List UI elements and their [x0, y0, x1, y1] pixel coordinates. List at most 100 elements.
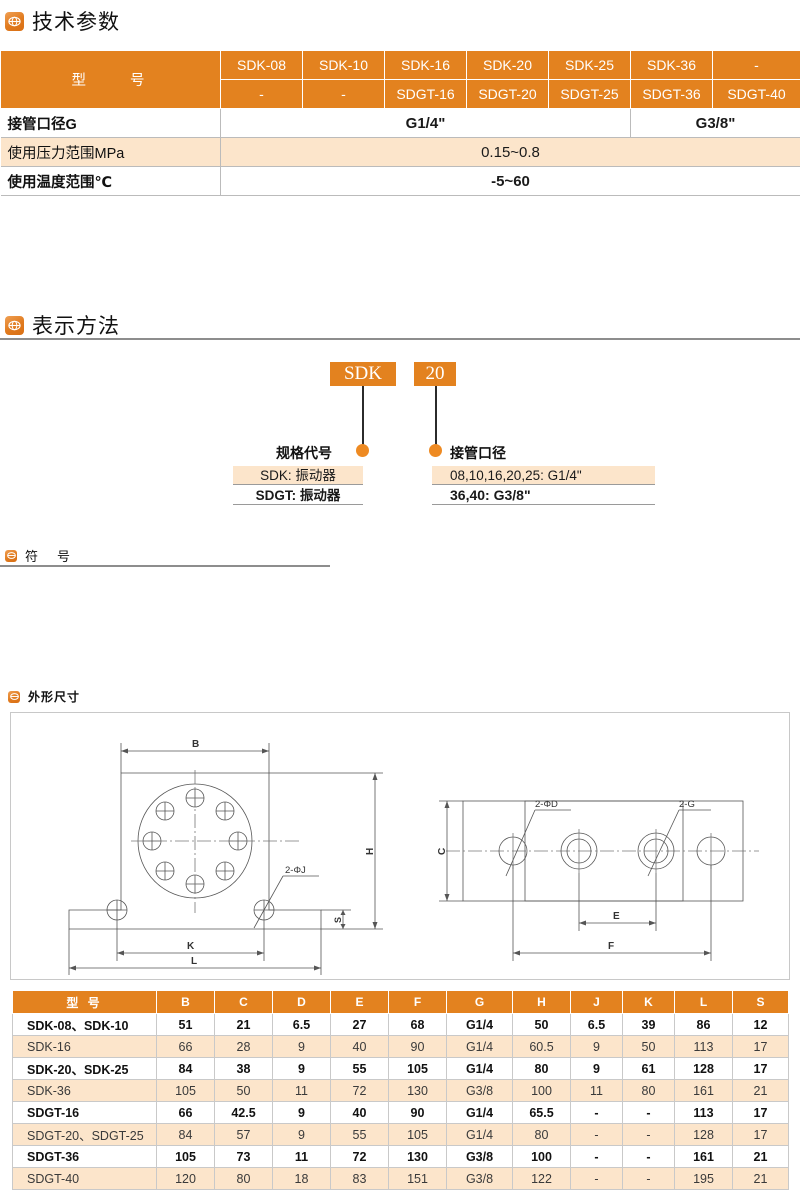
dim-cell-s: 21 — [732, 1079, 789, 1102]
dim-cell-b: 105 — [156, 1079, 215, 1102]
dim-header-k: K — [622, 990, 675, 1014]
dim-cell-l: 161 — [674, 1079, 733, 1102]
dim-cell-d: 6.5 — [272, 1013, 331, 1036]
table-row: SDK-16 66 28 9 40 90 G1/4 60.5 9 50 113 … — [12, 1035, 789, 1058]
spec-col-sdk-4: SDK-25 — [548, 50, 631, 80]
dim-cell-h: 122 — [512, 1167, 571, 1190]
dim-cell-f: 130 — [388, 1145, 447, 1168]
dim-cell-c: 73 — [214, 1145, 273, 1168]
dim-cell-g: G1/4 — [446, 1123, 513, 1146]
dim-cell-h: 50 — [512, 1013, 571, 1036]
dim-header-c: C — [214, 990, 273, 1014]
dim-cell-f: 105 — [388, 1057, 447, 1080]
dim-cell-j: 9 — [570, 1035, 623, 1058]
dim-cell-b: 120 — [156, 1167, 215, 1190]
dim-label-k: K — [187, 941, 195, 952]
section-title-dimensions: 外形尺寸 — [28, 690, 81, 704]
dim-cell-h: 100 — [512, 1079, 571, 1102]
section-header-dimensions: 外形尺寸 — [8, 688, 80, 705]
spec-col-sdk-0: SDK-08 — [220, 50, 303, 80]
dim-cell-s: 17 — [732, 1057, 789, 1080]
dim-cell-g: G1/4 — [446, 1035, 513, 1058]
code-box-bore: 20 — [414, 362, 456, 386]
table-row: SDK-20、SDK-25 84 38 9 55 105 G1/4 80 9 6… — [12, 1057, 789, 1080]
globe-icon — [5, 315, 24, 335]
dim-row-model: SDGT-16 — [12, 1101, 157, 1124]
dim-cell-k: 61 — [622, 1057, 675, 1080]
globe-icon — [5, 11, 24, 31]
dim-cell-c: 80 — [214, 1167, 273, 1190]
spec-header-row-sdk: 型 号 SDK-08 SDK-10 SDK-16 SDK-20 SDK-25 S… — [0, 50, 800, 109]
dim-cell-g: G3/8 — [446, 1079, 513, 1102]
dim-cell-l: 161 — [674, 1145, 733, 1168]
spec-row-temperature: 使用温度范围℃ -5~60 — [0, 166, 800, 196]
spec-col-sdgt-2: SDGT-16 — [384, 79, 467, 109]
dim-cell-g: G1/4 — [446, 1013, 513, 1036]
dim-cell-g: G3/8 — [446, 1167, 513, 1190]
section-title-tech-params: 技术参数 — [32, 10, 120, 34]
dim-cell-h: 80 — [512, 1123, 571, 1146]
dim-cell-s: 17 — [732, 1035, 789, 1058]
spec-table: 型 号 SDK-08 SDK-10 SDK-16 SDK-20 SDK-25 S… — [0, 50, 800, 196]
dim-header-j: J — [570, 990, 623, 1014]
dim-cell-e: 27 — [330, 1013, 389, 1036]
section-header-notation: 表示方法 — [5, 310, 120, 340]
table-row: SDK-36 105 50 11 72 130 G3/8 100 11 80 1… — [12, 1079, 789, 1102]
dim-cell-d: 11 — [272, 1145, 331, 1168]
dim-cell-f: 151 — [388, 1167, 447, 1190]
table-row: SDGT-16 66 42.5 9 40 90 G1/4 65.5 - - 11… — [12, 1101, 789, 1124]
spec-col-sdk-5: SDK-36 — [630, 50, 713, 80]
dim-cell-k: 39 — [622, 1013, 675, 1036]
dim-cell-e: 55 — [330, 1123, 389, 1146]
dim-cell-l: 86 — [674, 1013, 733, 1036]
leader-line-series — [362, 386, 364, 448]
notation-bore-row-1: 36,40: G3/8" — [432, 486, 655, 505]
code-box-series: SDK — [330, 362, 396, 386]
dim-cell-e: 72 — [330, 1079, 389, 1102]
dim-label-e: E — [613, 911, 620, 922]
leader-dot-bore — [429, 444, 442, 457]
dim-cell-d: 9 — [272, 1057, 331, 1080]
notation-bore-row-0: 08,10,16,20,25: G1/4" — [432, 466, 655, 485]
dim-cell-d: 11 — [272, 1079, 331, 1102]
dim-row-model: SDK-36 — [12, 1079, 157, 1102]
dim-cell-h: 60.5 — [512, 1035, 571, 1058]
dim-cell-f: 68 — [388, 1013, 447, 1036]
top-view-drawing: 2-ΦD 2-G C — [437, 799, 759, 961]
dim-header-f: F — [388, 990, 447, 1014]
dim-header-row: 型 号 B C D E F G H J K L S — [12, 990, 789, 1014]
spec-col-sdgt-6: SDGT-40 — [712, 79, 800, 109]
globe-icon — [8, 690, 20, 703]
dim-cell-k: 50 — [622, 1035, 675, 1058]
dim-label-c: C — [437, 848, 448, 855]
dimension-drawing-panel: 2-ΦJ B H — [10, 712, 790, 980]
dim-cell-d: 9 — [272, 1101, 331, 1124]
dim-cell-j: 6.5 — [570, 1013, 623, 1036]
dim-cell-l: 113 — [674, 1101, 733, 1124]
spec-value-temperature: -5~60 — [220, 166, 800, 196]
dim-cell-s: 17 — [732, 1101, 789, 1124]
dim-header-h: H — [512, 990, 571, 1014]
dim-cell-c: 21 — [214, 1013, 273, 1036]
leader-line-bore — [435, 386, 437, 448]
notation-label-bore: 接管口径 — [450, 445, 506, 461]
dim-cell-d: 9 — [272, 1123, 331, 1146]
dim-cell-f: 105 — [388, 1123, 447, 1146]
table-row: SDGT-40 120 80 18 83 151 G3/8 122 - - 19… — [12, 1167, 789, 1190]
dim-cell-l: 113 — [674, 1035, 733, 1058]
spec-col-sdk-2: SDK-16 — [384, 50, 467, 80]
notation-label-series: 规格代号 — [276, 445, 332, 461]
dim-cell-s: 12 — [732, 1013, 789, 1036]
dim-cell-l: 128 — [674, 1057, 733, 1080]
dim-row-model: SDGT-40 — [12, 1167, 157, 1190]
spec-col-sdk-6: - — [712, 50, 800, 80]
dim-row-model: SDK-20、SDK-25 — [12, 1057, 157, 1080]
spec-model-label: 型 号 — [0, 50, 221, 109]
dim-cell-c: 42.5 — [214, 1101, 273, 1124]
dim-cell-k: - — [622, 1167, 675, 1190]
section-header-symbol: 符 号 — [5, 546, 73, 565]
table-row: SDGT-36 105 73 11 72 130 G3/8 100 - - 16… — [12, 1145, 789, 1168]
spec-row-label-pressure: 使用压力范围MPa — [0, 137, 221, 167]
table-row: SDGT-20、SDGT-25 84 57 9 55 105 G1/4 80 -… — [12, 1123, 789, 1146]
dim-cell-d: 18 — [272, 1167, 331, 1190]
